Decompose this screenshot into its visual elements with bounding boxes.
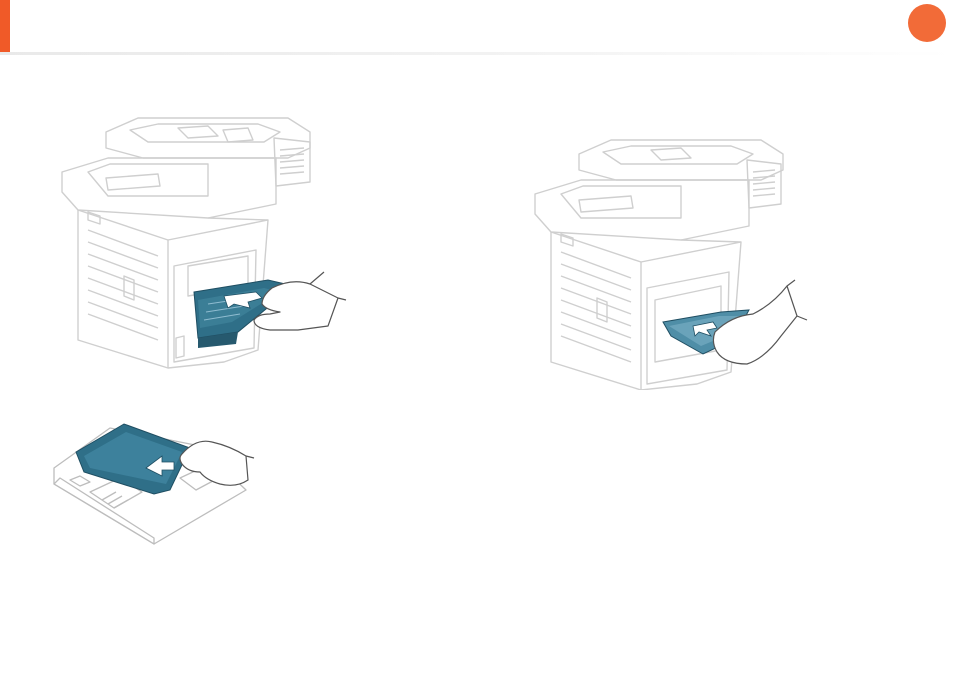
printer-duplex-removal-illustration	[48, 100, 348, 380]
duplex-unit-paper-removal-illustration	[50, 418, 255, 546]
page-number-badge	[908, 4, 946, 42]
header-divider	[0, 52, 954, 55]
printer-rear-jam-removal-illustration	[525, 100, 815, 390]
header-accent-bar	[0, 0, 10, 53]
